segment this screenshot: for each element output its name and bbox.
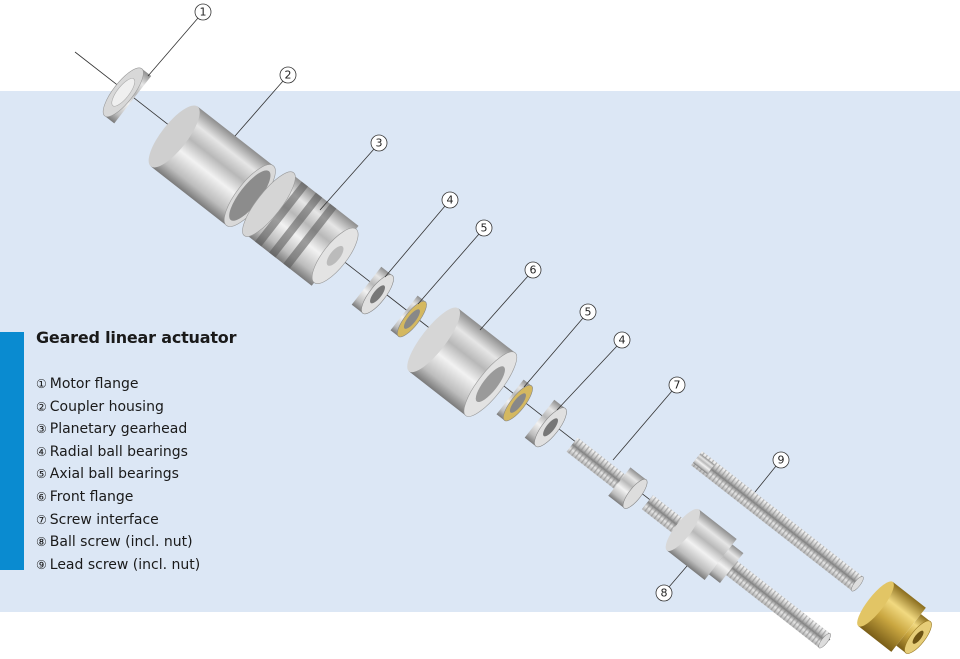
ball-screw [641, 495, 831, 649]
svg-text:3: 3 [376, 137, 383, 150]
callout-5: 5 [475, 219, 493, 237]
legend-number: ② [36, 399, 47, 414]
callout-markers: 1 2 3 4 5 6 5 4 7 8 9 [194, 3, 790, 602]
legend-label: Lead screw (incl. nut) [49, 556, 201, 573]
callout-3: 3 [370, 134, 388, 152]
legend-number: ⑤ [36, 467, 47, 482]
motor-flange [102, 67, 152, 124]
legend-title: Geared linear actuator [36, 328, 237, 347]
svg-text:7: 7 [674, 379, 681, 392]
svg-text:5: 5 [481, 222, 488, 235]
planetary-gearhead [242, 171, 359, 286]
legend-number: ③ [36, 422, 47, 437]
svg-text:8: 8 [661, 587, 668, 600]
legend-number: ⑨ [36, 557, 47, 572]
front-flange [407, 307, 518, 417]
axial-ball-bearing-1 [390, 295, 427, 338]
callout-4b: 4 [613, 331, 631, 349]
screw-interface [566, 437, 648, 509]
legend-label: Radial ball bearings [49, 443, 188, 460]
lead-screw [691, 451, 864, 592]
callout-9: 9 [772, 451, 790, 469]
legend-label: Planetary gearhead [49, 421, 188, 438]
accent-bar [0, 332, 24, 570]
legend-label: Motor flange [49, 376, 139, 392]
legend-label: Screw interface [49, 511, 159, 528]
legend-number: ⑥ [36, 489, 47, 504]
svg-text:1: 1 [200, 6, 207, 19]
callout-7: 7 [668, 376, 686, 394]
legend-label: Ball screw (incl. nut) [49, 534, 193, 551]
legend-label: Front flange [49, 488, 134, 505]
radial-ball-bearing-1 [351, 266, 394, 315]
svg-text:6: 6 [530, 264, 537, 277]
svg-text:4: 4 [447, 194, 454, 207]
svg-text:2: 2 [285, 69, 292, 82]
callout-4: 4 [441, 191, 459, 209]
callout-1: 1 [194, 3, 212, 21]
callout-2: 2 [279, 66, 297, 84]
legend-label: Coupler housing [49, 398, 164, 415]
callout-8: 8 [655, 584, 673, 602]
svg-text:5: 5 [585, 306, 592, 319]
callout-6: 6 [524, 261, 542, 279]
callout-5b: 5 [579, 303, 597, 321]
legend-number: ④ [36, 444, 47, 459]
legend-number: ① [36, 377, 47, 391]
leader-lines [147, 17, 777, 588]
coupler-housing [148, 105, 276, 227]
svg-text:9: 9 [778, 454, 785, 467]
radial-ball-bearing-2 [524, 399, 567, 448]
svg-text:4: 4 [619, 334, 626, 347]
legend-number: ⑦ [36, 512, 47, 527]
legend-label: Axial ball bearings [49, 466, 179, 483]
lead-screw-nut [857, 581, 932, 654]
legend-number: ⑧ [36, 535, 47, 550]
axial-ball-bearing-2 [496, 379, 533, 422]
